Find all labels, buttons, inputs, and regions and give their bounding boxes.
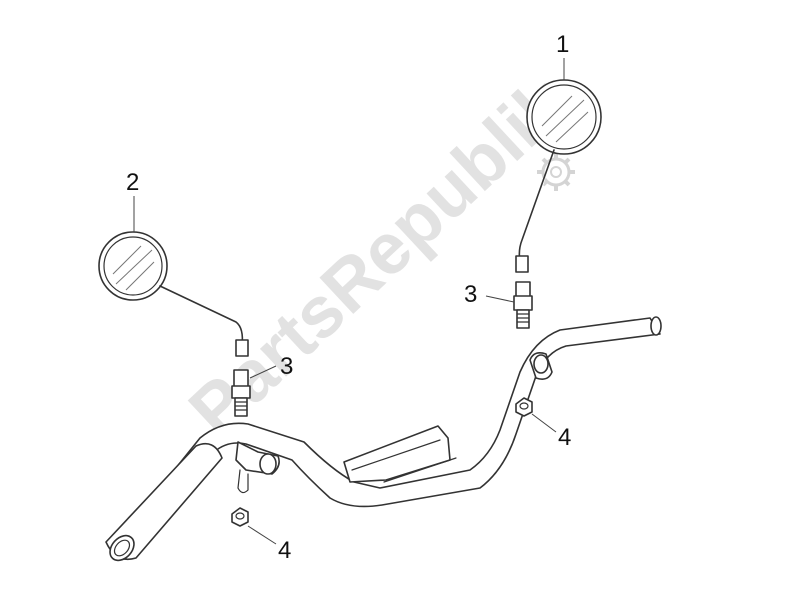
adapter-right bbox=[513, 281, 533, 329]
leader-line bbox=[485, 295, 515, 303]
callout-1: 1 bbox=[556, 31, 569, 58]
adapter-left bbox=[231, 369, 251, 417]
nut-right bbox=[515, 397, 533, 417]
mirror-left bbox=[98, 231, 249, 357]
leader-line bbox=[531, 413, 557, 433]
nut-left bbox=[231, 507, 249, 527]
leader-line bbox=[247, 525, 277, 545]
callouts: 1 2 3 3 4 4 bbox=[126, 31, 571, 564]
leader-line bbox=[249, 365, 277, 379]
gear-icon bbox=[537, 153, 575, 191]
callout-3: 3 bbox=[280, 353, 293, 380]
handlebar bbox=[105, 316, 662, 562]
leader-lines bbox=[133, 58, 565, 545]
callout-3: 3 bbox=[464, 281, 477, 308]
callout-4: 4 bbox=[558, 424, 571, 451]
callout-4: 4 bbox=[278, 537, 291, 564]
callout-2: 2 bbox=[126, 169, 139, 196]
